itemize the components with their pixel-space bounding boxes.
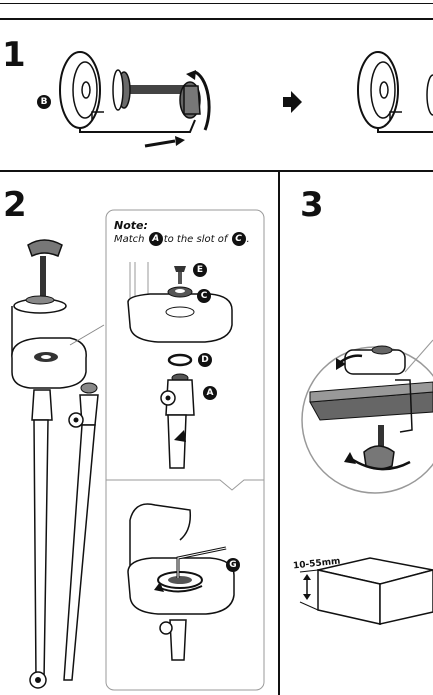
- note-badge-c: C: [232, 232, 246, 246]
- callout-e: E: [193, 263, 207, 277]
- clamp-assembled-illustration: [358, 52, 433, 132]
- callout-a: A: [203, 386, 217, 400]
- callout-g: G: [226, 558, 240, 572]
- callout-d: D: [198, 353, 212, 367]
- note-text-end: .: [247, 234, 250, 245]
- note-badge-a: A: [149, 232, 163, 246]
- note-text-middle: to the slot of: [164, 234, 228, 245]
- right-arrow-icon: [283, 91, 302, 113]
- slide-arrow-icon: [145, 136, 185, 146]
- callout-b: B: [37, 95, 51, 109]
- desk-clamp-closeup-illustration: [302, 346, 433, 493]
- clamp-knob-illustration: [60, 52, 200, 132]
- note-title: Note:: [114, 219, 148, 232]
- callout-c: C: [197, 289, 211, 303]
- note-text-start: Match: [114, 234, 145, 245]
- stand-illustration: [12, 240, 104, 688]
